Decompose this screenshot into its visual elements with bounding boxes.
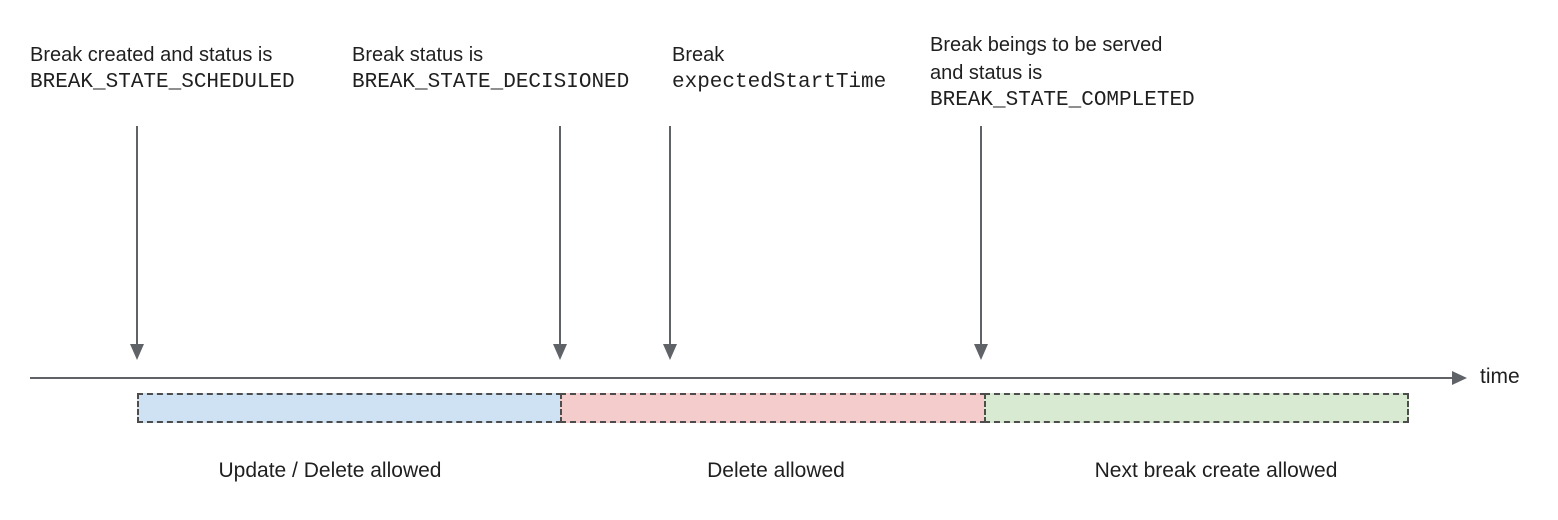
arrow-head — [130, 344, 144, 360]
segment-delete-allowed — [560, 393, 986, 423]
segment-label-next-break: Next break create allowed — [1094, 459, 1338, 482]
annotation-expected-start-time: Break expectedStartTime — [672, 41, 886, 97]
annotation-code-line: BREAK_STATE_DECISIONED — [352, 71, 630, 94]
arrow-shaft — [559, 126, 561, 344]
annotation-text-line: Break — [672, 44, 725, 66]
timeline-axis — [30, 377, 1454, 379]
annotation-text-line: Break beings to be served — [930, 34, 1163, 56]
arrow-head — [974, 344, 988, 360]
segment-label-update-delete: Update / Delete allowed — [218, 459, 442, 482]
arrow-head — [553, 344, 567, 360]
annotation-text-line: Break status is — [352, 44, 484, 66]
segment-update-delete-allowed — [137, 393, 562, 423]
annotation-code-line: BREAK_STATE_COMPLETED — [930, 89, 1195, 112]
annotation-break-scheduled: Break created and status is BREAK_STATE_… — [30, 41, 295, 97]
annotation-break-completed: Break beings to be served and status is … — [930, 31, 1195, 115]
right-arrow-icon — [1452, 371, 1467, 385]
annotation-code-line: BREAK_STATE_SCHEDULED — [30, 71, 295, 94]
arrow-shaft — [136, 126, 138, 344]
arrow-shaft — [980, 126, 982, 344]
annotation-text-line: Break created and status is — [30, 44, 273, 66]
annotation-code-line: expectedStartTime — [672, 71, 887, 94]
segment-label-delete: Delete allowed — [707, 459, 845, 482]
arrow-head — [663, 344, 677, 360]
segment-next-break-create-allowed — [984, 393, 1409, 423]
timeline-axis-label: time — [1480, 365, 1520, 388]
annotation-text-line: and status is — [930, 62, 1043, 84]
arrow-shaft — [669, 126, 671, 344]
annotation-break-decisioned: Break status is BREAK_STATE_DECISIONED — [352, 41, 629, 97]
